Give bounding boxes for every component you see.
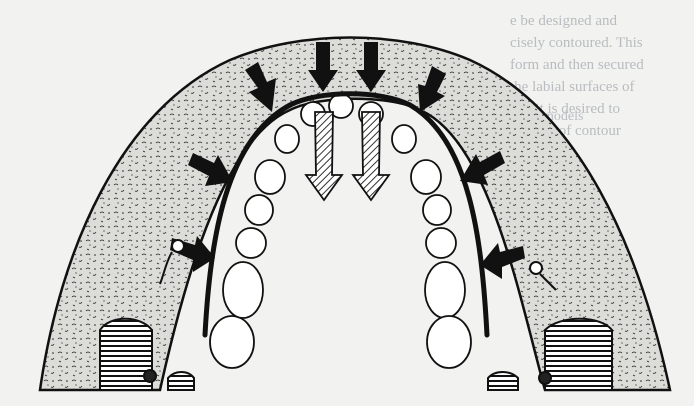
tooth	[411, 160, 441, 194]
tooth	[426, 228, 456, 258]
tooth	[236, 228, 266, 258]
tooth	[275, 125, 299, 153]
anchor-screw-icon	[172, 240, 184, 252]
tooth	[423, 195, 451, 225]
tooth	[427, 316, 471, 368]
tooth	[392, 125, 416, 153]
tooth	[210, 316, 254, 368]
hatched-block	[545, 319, 612, 390]
hatched-arrow-icon	[353, 112, 389, 200]
anchor-screw-icon	[530, 262, 542, 274]
tooth	[223, 262, 263, 318]
dark-spot	[539, 372, 551, 384]
hatched-block	[168, 372, 194, 390]
hatched-block	[488, 372, 518, 390]
dark-spot	[144, 370, 156, 382]
tooth	[425, 262, 465, 318]
retraction-arrows	[306, 112, 389, 200]
tooth	[255, 160, 285, 194]
tooth	[245, 195, 273, 225]
